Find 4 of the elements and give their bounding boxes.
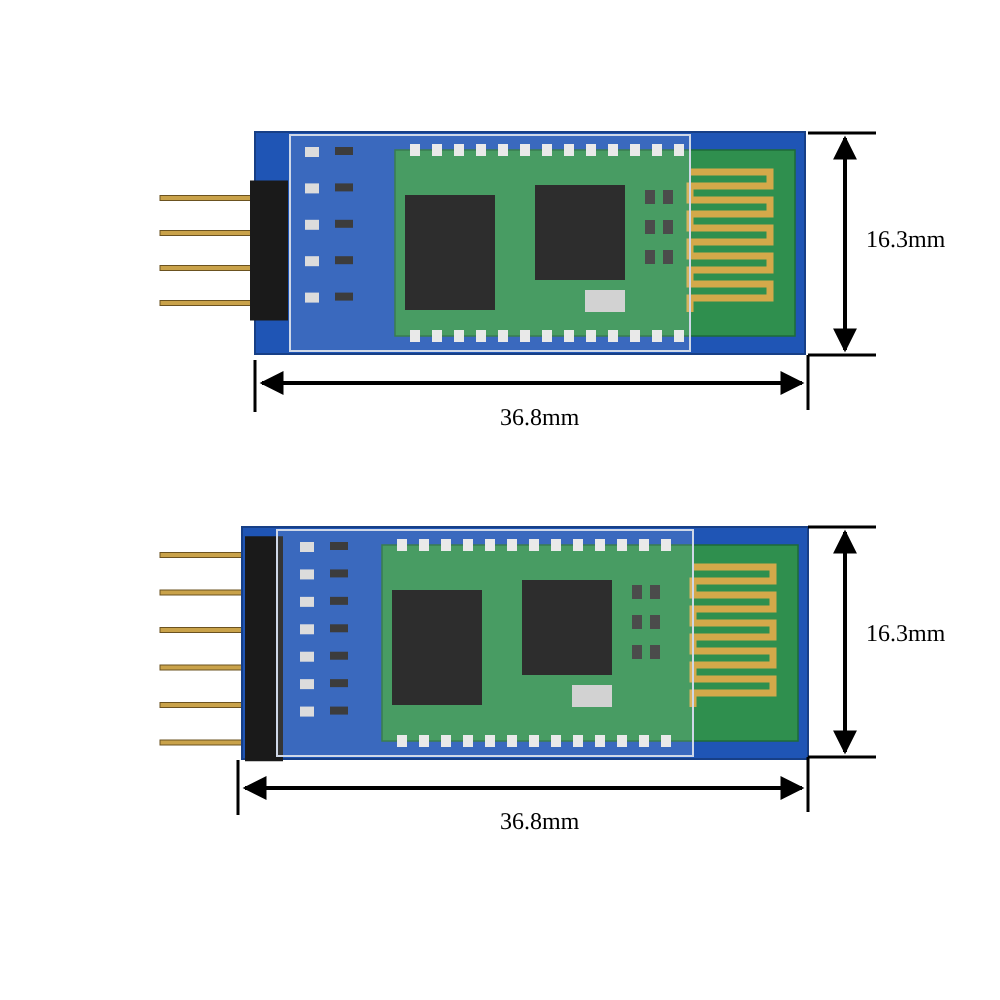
dimension-label: 16.3mm (866, 228, 946, 252)
dimension-label: 36.8mm (500, 406, 580, 430)
dimension-label: 16.3mm (866, 622, 946, 646)
dimension-label: 36.8mm (500, 810, 580, 834)
